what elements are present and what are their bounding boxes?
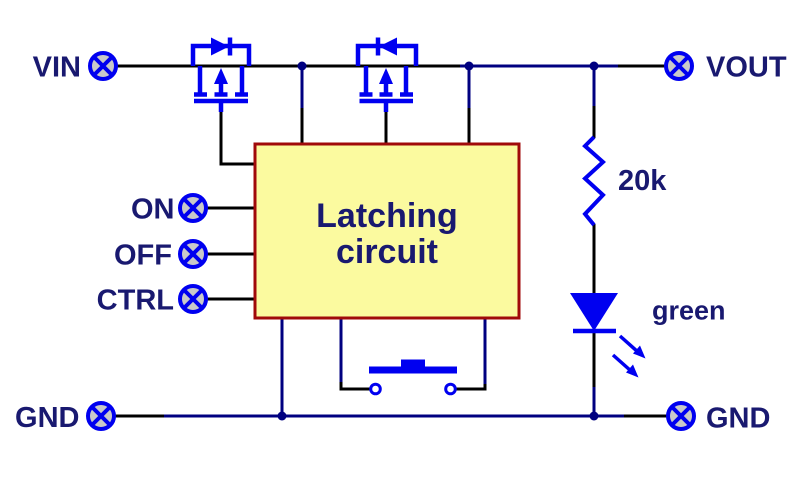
terminal-off-label: OFF <box>114 240 172 272</box>
wires-navy <box>164 64 624 418</box>
terminal-gnd-right-x <box>671 406 691 426</box>
led-arrow-1-head <box>633 345 646 359</box>
junction-dot-rail-2 <box>464 61 474 71</box>
resistor-20k: 20k <box>582 135 667 227</box>
button-cap <box>401 359 425 367</box>
terminal-ctrl-label: CTRL <box>97 285 174 317</box>
mosfet1-diode-triangle <box>211 37 229 56</box>
terminal-vout-label: VOUT <box>706 52 787 84</box>
led-triangle <box>570 293 618 331</box>
terminal-off-x <box>183 244 203 264</box>
latching-box-label-line1: Latching <box>316 197 458 235</box>
mosfet1-arrow-head <box>214 68 228 84</box>
button-bar <box>369 366 457 374</box>
mosfet-2 <box>355 37 419 112</box>
terminal-on-x <box>183 198 203 218</box>
junction-dot-rail-3 <box>589 61 599 71</box>
junction-dot-gnd-1 <box>277 411 287 421</box>
terminal-off: OFF <box>114 239 208 272</box>
terminal-vout: VOUT <box>664 51 787 84</box>
latching-box-rect <box>253 142 521 320</box>
wire-button-right <box>456 382 487 391</box>
led-arrow-1-stem <box>618 334 640 354</box>
pushbutton <box>369 359 457 396</box>
terminal-gnd-left-label: GND <box>15 402 79 434</box>
terminal-ctrl-x <box>183 289 203 309</box>
wires-black <box>115 64 667 418</box>
led-arrow-2-head <box>626 364 639 378</box>
terminal-gnd-right-label: GND <box>706 403 770 435</box>
button-contact-right <box>444 382 457 396</box>
resistor-zigzag <box>582 135 606 227</box>
latching-circuit-box: Latching circuit <box>253 142 521 320</box>
led-green: green <box>570 293 726 378</box>
resistor-label: 20k <box>618 165 667 197</box>
junction-dot-gnd-2 <box>589 411 599 421</box>
led-label: green <box>652 296 726 326</box>
mosfet-1 <box>190 37 252 112</box>
terminal-vin-label: VIN <box>33 52 81 84</box>
terminal-vin: VIN <box>33 51 118 84</box>
terminal-on-label: ON <box>131 194 175 226</box>
mosfet2-arrow-head <box>379 68 393 84</box>
junction-dots <box>277 61 599 421</box>
led-emission-arrows <box>611 334 646 378</box>
latching-box-label-line2: circuit <box>336 233 438 271</box>
button-contact-left <box>369 382 382 396</box>
terminal-gnd-left-x <box>91 406 111 426</box>
led-arrow-2-stem <box>611 353 633 373</box>
terminal-on: ON <box>131 193 208 226</box>
terminal-gnd-right: GND <box>666 401 770 435</box>
terminal-gnd-left: GND <box>15 401 116 434</box>
mosfet2-diode-triangle <box>379 37 397 56</box>
wire-mosfet1-gate <box>219 110 255 166</box>
junction-dot-rail-1 <box>297 61 307 71</box>
terminal-ctrl: CTRL <box>97 284 208 317</box>
wire-button-left <box>339 380 370 391</box>
terminal-vin-x <box>93 56 113 76</box>
terminal-vout-x <box>669 56 689 76</box>
